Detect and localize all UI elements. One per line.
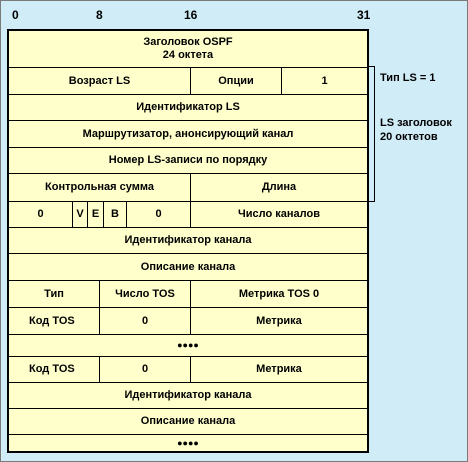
ospf-header-row: Заголовок OSPF 24 октета xyxy=(9,31,367,68)
link-id-row-2: Идентификатор канала xyxy=(9,383,367,409)
link-id-cell-2: Идентификатор канала xyxy=(124,389,252,402)
ls-type-value-cell: 1 xyxy=(281,68,367,94)
tos0-metric-cell: Метрика TOS 0 xyxy=(190,281,367,307)
link-data-cell-2: Описание канала xyxy=(140,415,236,428)
flags-zero-left-cell: 0 xyxy=(37,208,44,221)
flags-row: 0 V E B 0 Число каналов xyxy=(9,202,367,228)
advertising-router-row: Маршрутизатор, анонсирующий канал xyxy=(9,121,367,148)
tos-code-cell-2: Код TOS xyxy=(29,363,75,376)
ls-age-row: Возраст LS Опции 1 xyxy=(9,68,367,95)
flag-e-cell: E xyxy=(87,202,103,227)
ls-age-cell: Возраст LS xyxy=(68,74,131,87)
bit-number-16: 16 xyxy=(184,8,198,22)
length-cell: Длина xyxy=(190,174,367,201)
ls-header-annotation-line1: LS заголовок xyxy=(380,117,452,129)
link-data-row-2: Описание канала xyxy=(9,409,367,435)
checksum-length-row: Контрольная сумма Длина xyxy=(9,174,367,202)
metric-cell-2: Метрика xyxy=(190,357,367,382)
ellipsis-cell: ●●●● xyxy=(177,340,199,351)
ls-seq-cell: Номер LS-записи по порядку xyxy=(108,154,268,167)
metric-cell: Метрика xyxy=(190,308,367,334)
advertising-router-cell: Маршрутизатор, анонсирующий канал xyxy=(82,127,294,140)
checksum-cell: Контрольная сумма xyxy=(45,181,154,194)
tos-row: Код TOS 0 Метрика xyxy=(9,308,367,335)
tos-row-2: Код TOS 0 Метрика xyxy=(9,357,367,383)
ls-id-row: Идентификатор LS xyxy=(9,95,367,121)
tos-code-cell: Код TOS xyxy=(29,314,75,327)
ellipsis-row-2: ●●●● xyxy=(9,435,367,451)
type-cell: Тип xyxy=(44,287,64,300)
ospf-header-cell: Заголовок OSPF 24 октета xyxy=(9,31,367,67)
tos-zero-cell: 0 xyxy=(99,308,190,334)
ls-header-annotation-line2: 20 октетов xyxy=(380,131,438,143)
ls-type-annotation: Тип LS = 1 xyxy=(380,72,436,84)
flag-v-cell: V xyxy=(72,202,87,227)
bit-number-0: 0 xyxy=(12,8,19,22)
tos-zero-cell-2: 0 xyxy=(99,357,190,382)
flags-zero-right-cell: 0 xyxy=(126,202,190,227)
link-data-cell: Описание канала xyxy=(140,260,236,273)
bit-number-8: 8 xyxy=(96,8,103,22)
router-lsa-format-table: Заголовок OSPF 24 октета Возраст LS Опци… xyxy=(7,29,369,453)
ls-seq-row: Номер LS-записи по порядку xyxy=(9,148,367,174)
link-id-cell: Идентификатор канала xyxy=(124,234,252,247)
flag-b-cell: B xyxy=(103,202,126,227)
num-links-cell: Число каналов xyxy=(190,202,367,227)
ospf-header-size: 24 октета xyxy=(162,49,214,61)
bit-number-31: 31 xyxy=(357,8,371,22)
ls-header-brace xyxy=(368,66,375,202)
ellipsis-cell-2: ●●●● xyxy=(177,437,199,448)
options-cell: Опции xyxy=(190,68,281,94)
link-data-row: Описание канала xyxy=(9,254,367,281)
ospf-header-title: Заголовок OSPF xyxy=(143,36,233,49)
ellipsis-row: ●●●● xyxy=(9,335,367,357)
ls-id-cell: Идентификатор LS xyxy=(136,101,240,114)
link-id-row: Идентификатор канала xyxy=(9,228,367,254)
type-row: Тип Число TOS Метрика TOS 0 xyxy=(9,281,367,308)
num-tos-cell: Число TOS xyxy=(99,281,190,307)
